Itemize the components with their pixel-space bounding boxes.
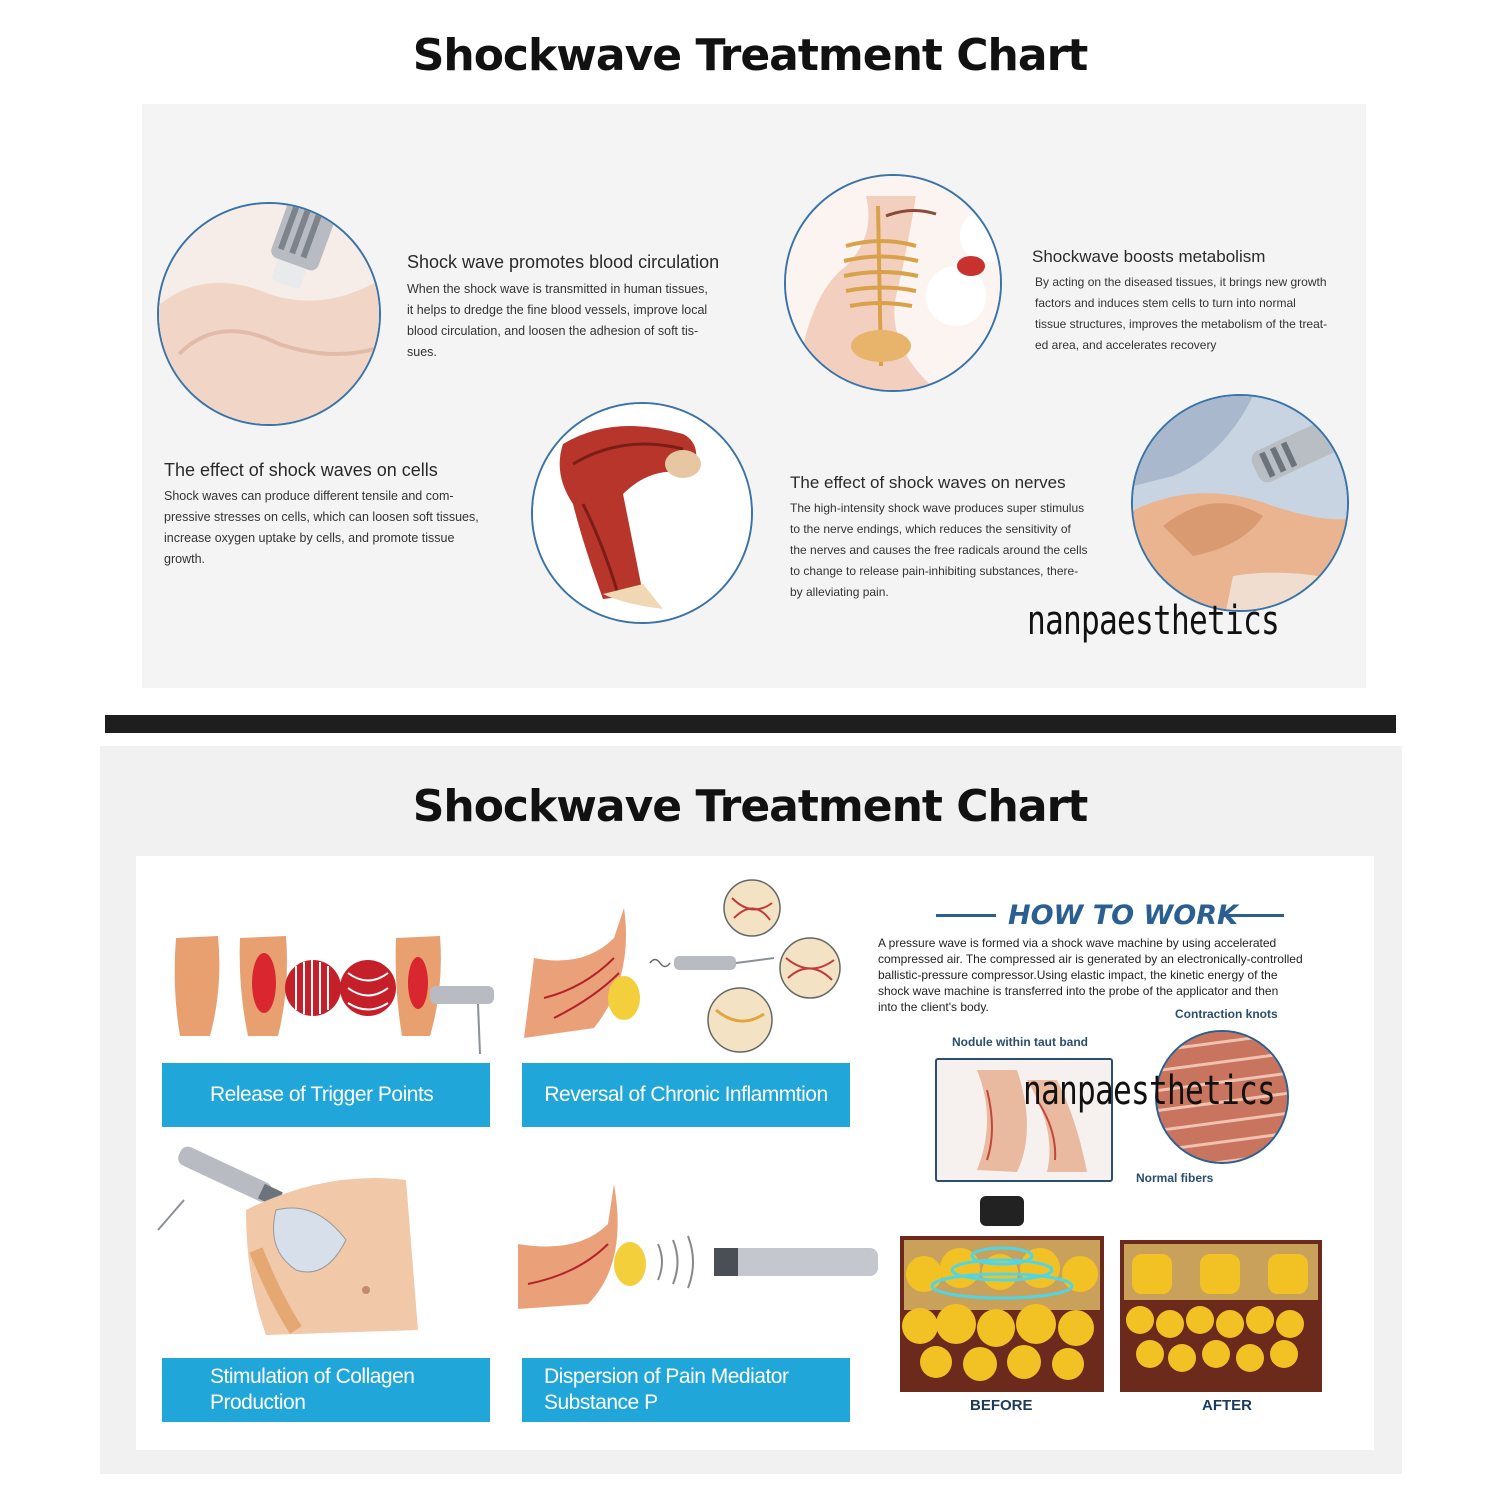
block-4-heading: The effect of shock waves on nerves [790, 473, 1066, 492]
block-1-line: When the shock wave is transmitted in hu… [407, 282, 708, 296]
block-3-heading: The effect of shock waves on cells [164, 460, 438, 480]
contraction-label: Contraction knots [1175, 1007, 1278, 1021]
block-1-body: When the shock wave is transmitted in hu… [407, 279, 708, 363]
how-to-work-body: A pressure wave is formed via a shock wa… [878, 935, 1303, 1015]
block-4-body: The high-intensity shock wave produces s… [790, 498, 1088, 603]
how-title-line-left [936, 914, 996, 917]
top-panel [142, 104, 1366, 688]
block-3-line: Shock waves can produce different tensil… [164, 489, 454, 503]
dispersion-pain-text: Dispersion of Pain Mediator Substance P [544, 1365, 789, 1414]
bottom-title: Shockwave Treatment Chart [412, 781, 1089, 832]
block-4-line: by alleviating pain. [790, 585, 889, 599]
stimulation-collagen-text: Stimulation of Collagen Production [210, 1365, 415, 1414]
stimulation-collagen-label: Stimulation of Collagen Production [162, 1358, 490, 1422]
hand-therapy-illustration [1131, 394, 1349, 612]
block-4-line: The high-intensity shock wave produces s… [790, 501, 1085, 515]
block-4-line: to the nerve endings, which reduces the … [790, 522, 1071, 536]
inflammation-illustration [524, 878, 854, 1058]
trigger-points-illustration [168, 928, 508, 1058]
watermark-top: nanpaesthetics [1027, 598, 1280, 644]
how-line: shock wave machine is transferred into t… [878, 984, 1279, 998]
block-2-heading: Shockwave boosts metabolism [1032, 247, 1266, 266]
block-2-line: factors and induces stem cells to turn i… [1035, 296, 1296, 310]
block-1-line: blood circulation, and loosen the adhesi… [407, 324, 699, 338]
block-4-line: to change to release pain-inhibiting sub… [790, 564, 1079, 578]
block-3-line: pressive stresses on cells, which can lo… [164, 510, 479, 524]
pain-mediator-illustration [518, 1184, 880, 1314]
block-3-line: increase oxygen uptake by cells, and pro… [164, 531, 455, 545]
how-title-line-right [1222, 914, 1284, 917]
skeleton-illustration [784, 174, 1002, 392]
how-line: compressed air. The compressed air is ge… [878, 952, 1303, 966]
dispersion-pain-label: Dispersion of Pain Mediator Substance P [522, 1358, 850, 1422]
block-1-line: it helps to dredge the fine blood vessel… [407, 303, 708, 317]
how-line: into the client's body. [878, 1000, 989, 1014]
collagen-illustration [156, 1130, 426, 1340]
reversal-inflammation-label: Reversal of Chronic Inflammtion [522, 1063, 850, 1127]
section-divider [105, 715, 1396, 733]
leg-applicator-illustration [157, 202, 381, 426]
normal-fibers-label: Normal fibers [1136, 1171, 1214, 1185]
before-fat-illustration [900, 1196, 1104, 1392]
after-label: AFTER [1202, 1397, 1252, 1414]
release-trigger-points-label: Release of Trigger Points [162, 1063, 490, 1127]
watermark-bottom: nanpaesthetics [1023, 1068, 1276, 1114]
block-4-line: the nerves and causes the free radicals … [790, 543, 1088, 557]
block-2-body: By acting on the diseased tissues, it br… [1035, 272, 1327, 356]
how-line: A pressure wave is formed via a shock wa… [878, 936, 1277, 950]
block-3-body: Shock waves can produce different tensil… [164, 486, 479, 570]
block-2-line: By acting on the diseased tissues, it br… [1035, 275, 1327, 289]
block-1-line: sues. [407, 345, 437, 359]
block-2-line: tissue structures, improves the metaboli… [1035, 317, 1328, 331]
nodule-label: Nodule within taut band [952, 1035, 1088, 1049]
block-1-heading: Shock wave promotes blood circulation [407, 252, 720, 272]
after-fat-illustration [1120, 1240, 1322, 1392]
block-2-line: ed area, and accelerates recovery [1035, 338, 1217, 352]
how-line: ballistic-pressure compressor.Using elas… [878, 968, 1278, 982]
top-title: Shockwave Treatment Chart [412, 30, 1089, 81]
block-3-line: growth. [164, 552, 205, 566]
foot-nodule-illustration [935, 1058, 1113, 1182]
knee-muscle-illustration [531, 402, 753, 624]
before-label: BEFORE [970, 1397, 1033, 1414]
how-to-work-title: HOW TO WORK [1008, 900, 1238, 931]
